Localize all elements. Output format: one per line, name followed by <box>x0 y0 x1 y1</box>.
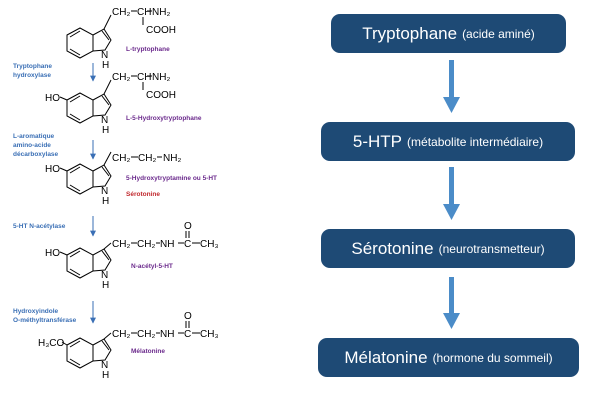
compound-label-3b: Sérotonine <box>126 191 160 198</box>
atom-n: N <box>101 115 108 126</box>
enzyme-2-line2: amino-acide <box>13 142 51 149</box>
flow-box-desc: (hormone du sommeil) <box>432 350 553 365</box>
flow-box-tryptophane: Tryptophane (acide aminé) <box>331 14 566 53</box>
structure-melatonine <box>61 321 200 369</box>
atom-h: H <box>102 196 109 207</box>
atom-n: N <box>101 50 108 61</box>
flow-box-title: Tryptophane <box>362 23 458 43</box>
atom-c: C <box>184 239 191 250</box>
atom-ch2: CH₂ <box>112 239 130 250</box>
atom-ch: CH <box>137 72 151 83</box>
atom-h: H <box>102 60 109 71</box>
flow-box-desc: (acide aminé) <box>462 26 535 41</box>
enzyme-4-line2: O-méthyltransférase <box>13 317 77 324</box>
compound-label-5: Mélatonine <box>131 348 165 355</box>
atom-h: H <box>102 370 109 381</box>
flow-arrow-3 <box>443 277 460 329</box>
structure-n-acetyl-5-ht <box>59 231 200 279</box>
structure-5-htp <box>59 79 112 124</box>
compound-label-4: N-acétyl-5-HT <box>131 263 173 270</box>
atom-nh2: NH₂ <box>163 153 181 164</box>
atom-h: H <box>102 280 109 291</box>
flow-arrow-2 <box>443 167 460 220</box>
atom-n: N <box>101 270 108 281</box>
flow-box-desc: (métabolite intermédiaire) <box>407 134 544 149</box>
flow-box-title: Sérotonine <box>351 238 434 258</box>
enzyme-2-line3: décarboxylase <box>13 151 59 158</box>
compound-label-3: 5-Hydroxytryptamine ou 5-HT <box>126 175 217 182</box>
enzyme-1-line1: Tryptophane <box>13 63 52 70</box>
atom-o: O <box>184 311 192 322</box>
biosynthesis-pathway: CH₂ NH₂ COOH N H CH L-tryptophane HO CH₂… <box>13 7 219 381</box>
flow-box-5-htp: 5-HTP (métabolite intermédiaire) <box>321 122 575 161</box>
atom-nh2: NH₂ <box>152 72 170 83</box>
atom-ch2: CH₂ <box>112 329 130 340</box>
atom-nh: NH <box>160 239 174 250</box>
enzyme-1-line2: hydroxylase <box>13 72 51 79</box>
structure-serotonine <box>59 151 138 195</box>
atom-ho: HO <box>45 248 60 259</box>
atom-cooh: COOH <box>146 25 176 36</box>
atom-ch3: CH₃ <box>200 239 219 250</box>
atom-ho: HO <box>45 93 60 104</box>
compound-label-1: L-tryptophane <box>126 46 170 53</box>
atom-ch2: CH₂ <box>112 153 130 164</box>
atom-nh: NH <box>160 329 174 340</box>
atom-ch3: CH₃ <box>200 329 219 340</box>
atom-ch2: CH₂ <box>112 7 130 18</box>
atom-ch2: CH₂ <box>112 72 130 83</box>
structure-l-tryptophane <box>66 14 112 59</box>
atom-c: C <box>184 329 191 340</box>
atom-h: H <box>102 125 109 136</box>
atom-ho: HO <box>45 164 60 175</box>
flow-box-melatonine: Mélatonine (hormone du sommeil) <box>318 338 579 377</box>
flow-box-title: 5-HTP <box>352 131 403 151</box>
atom-ch2: CH₂ <box>138 153 156 164</box>
flow-box-serotonine: Sérotonine (neurotransmetteur) <box>321 229 575 268</box>
flow-arrow-1 <box>443 60 460 113</box>
enzyme-3-line1: 5-HT N-acétylase <box>13 223 66 230</box>
atom-ch2: CH₂ <box>137 239 155 250</box>
enzyme-2-line1: L-aromatique <box>13 133 55 140</box>
atom-h3co: H₃CO <box>38 338 65 349</box>
atom-cooh: COOH <box>146 90 176 101</box>
atom-ch: CH <box>137 7 151 18</box>
atom-ch2: CH₂ <box>137 329 155 340</box>
atom-n: N <box>101 360 108 371</box>
atom-o: O <box>184 221 192 232</box>
flow-box-title: Mélatonine <box>344 347 428 367</box>
compound-label-2: L-5-Hydroxytryptophane <box>126 115 202 122</box>
flow-box-desc: (neurotransmetteur) <box>438 241 545 256</box>
atom-n: N <box>101 186 108 197</box>
enzyme-4-line1: Hydroxyindole <box>13 308 59 315</box>
atom-nh2: NH₂ <box>152 7 170 18</box>
